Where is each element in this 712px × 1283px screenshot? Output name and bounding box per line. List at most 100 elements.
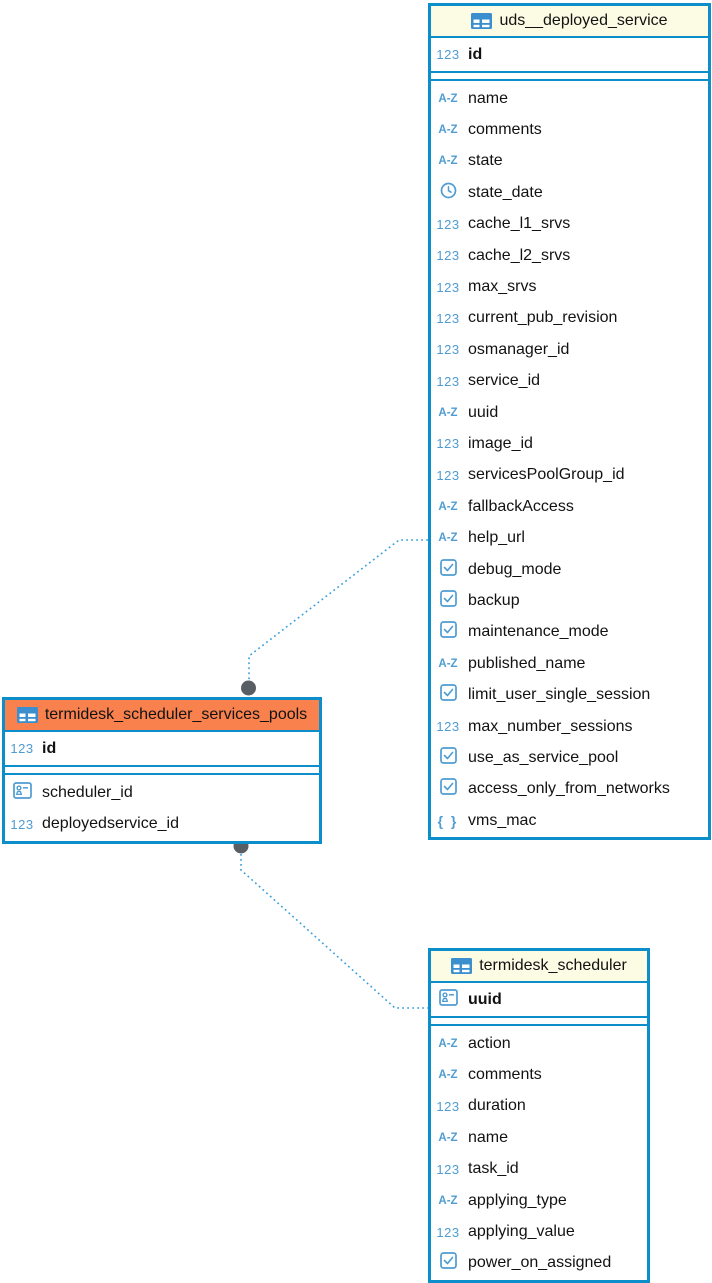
column-name: task_id (468, 1160, 519, 1178)
text-type-icon: A-Z (438, 1194, 458, 1207)
text-type-icon: A-Z (438, 1131, 458, 1144)
primary-key-row-uuid[interactable]: uuid (431, 983, 647, 1016)
text-type-icon: A-Z (438, 124, 458, 137)
column-row-applying_value[interactable]: 123 applying_value (431, 1216, 647, 1247)
column-name: backup (468, 591, 520, 609)
primary-key-section: 123 id (5, 732, 319, 767)
text-type-icon: A-Z (438, 500, 458, 513)
number-type-icon: 123 (10, 741, 34, 756)
column-row-servicesPoolGroup_id[interactable]: 123 servicesPoolGroup_id (431, 460, 708, 491)
column-row-deployedservice_id[interactable]: 123 deployedservice_id (5, 808, 319, 839)
column-name: current_pub_revision (468, 309, 618, 327)
primary-key-section: uuid (431, 983, 647, 1018)
erd-table-termidesk_scheduler_services_pools[interactable]: termidesk_scheduler_services_pools 123 i… (2, 697, 322, 844)
column-name: applying_type (468, 1191, 567, 1209)
column-name: power_on_assigned (468, 1254, 612, 1272)
relation-line-scheduler_id (240, 854, 428, 1009)
column-name: limit_user_single_session (468, 686, 651, 704)
column-row-name[interactable]: A-Z name (431, 83, 708, 114)
number-type-icon: 123 (436, 248, 460, 264)
number-type-icon: 123 (436, 279, 460, 295)
erd-table-termidesk_scheduler[interactable]: termidesk_scheduler uuid A-Z action A-Z … (428, 948, 650, 1283)
column-row-service_id[interactable]: 123 service_id (431, 366, 708, 397)
reference-type-icon (438, 988, 458, 1011)
erd-table-header[interactable]: termidesk_scheduler_services_pools (5, 700, 319, 732)
column-row-applying_type[interactable]: A-Z applying_type (431, 1185, 647, 1216)
column-row-max_srvs[interactable]: 123 max_srvs (431, 271, 708, 302)
columns-section: A-Z action A-Z comments 123 duration A-Z… (431, 1024, 647, 1280)
erd-table-uds__deployed_service[interactable]: uds__deployed_service 123 id A-Z name A-… (428, 3, 711, 841)
boolean-type-icon (439, 778, 457, 800)
primary-key-row-id[interactable]: 123 id (5, 732, 319, 765)
erd-table-header[interactable]: uds__deployed_service (431, 6, 708, 38)
number-type-icon: 123 (436, 467, 460, 483)
column-name: image_id (468, 434, 533, 452)
text-type-icon: A-Z (438, 92, 458, 105)
column-row-comments[interactable]: A-Z comments (431, 114, 708, 145)
column-row-name[interactable]: A-Z name (431, 1122, 647, 1153)
number-type-icon: 123 (436, 216, 460, 232)
column-row-duration[interactable]: 123 duration (431, 1091, 647, 1122)
column-row-vms_mac[interactable]: { } vms_mac (431, 805, 708, 836)
column-name: id (42, 739, 57, 757)
column-name: max_srvs (468, 278, 537, 296)
column-row-debug_mode[interactable]: debug_mode (431, 554, 708, 585)
column-row-help_url[interactable]: A-Z help_url (431, 522, 708, 553)
column-name: cache_l1_srvs (468, 215, 571, 233)
column-row-limit_user_single_session[interactable]: limit_user_single_session (431, 679, 708, 710)
text-type-icon: A-Z (438, 1069, 458, 1082)
column-row-image_id[interactable]: 123 image_id (431, 428, 708, 459)
number-type-icon: 123 (436, 1224, 460, 1240)
column-row-state[interactable]: A-Z state (431, 146, 708, 177)
column-name: name (468, 89, 509, 107)
column-row-cache_l1_srvs[interactable]: 123 cache_l1_srvs (431, 209, 708, 240)
primary-key-row-id[interactable]: 123 id (431, 38, 708, 71)
column-row-comments[interactable]: A-Z comments (431, 1059, 647, 1090)
relation-endpoint-dot (241, 680, 256, 696)
column-row-max_number_sessions[interactable]: 123 max_number_sessions (431, 711, 708, 742)
boolean-type-icon (439, 621, 457, 643)
column-name: help_url (468, 529, 525, 547)
column-name: max_number_sessions (468, 717, 633, 735)
column-row-state_date[interactable]: state_date (431, 177, 708, 208)
column-row-use_as_service_pool[interactable]: use_as_service_pool (431, 742, 708, 773)
column-name: uuid (468, 403, 499, 421)
table-title: termidesk_scheduler (479, 957, 627, 974)
column-row-action[interactable]: A-Z action (431, 1028, 647, 1059)
datetime-type-icon (440, 182, 457, 204)
column-name: use_as_service_pool (468, 748, 619, 766)
column-name: scheduler_id (42, 783, 133, 801)
number-type-icon: 123 (436, 1161, 460, 1177)
section-divider-gap (5, 767, 319, 773)
column-row-published_name[interactable]: A-Z published_name (431, 648, 708, 679)
column-name: access_only_from_networks (468, 780, 670, 798)
number-type-icon: 123 (436, 1098, 460, 1114)
column-row-fallbackAccess[interactable]: A-Z fallbackAccess (431, 491, 708, 522)
column-row-osmanager_id[interactable]: 123 osmanager_id (431, 334, 708, 365)
boolean-type-icon (439, 684, 457, 706)
column-row-access_only_from_networks[interactable]: access_only_from_networks (431, 774, 708, 805)
erd-table-header[interactable]: termidesk_scheduler (431, 951, 647, 983)
text-type-icon: A-Z (438, 406, 458, 419)
column-name: fallbackAccess (468, 497, 574, 515)
column-name: duration (468, 1097, 526, 1115)
boolean-type-icon (439, 747, 457, 769)
column-name: state (468, 152, 503, 170)
column-row-uuid[interactable]: A-Z uuid (431, 397, 708, 428)
column-row-cache_l2_srvs[interactable]: 123 cache_l2_srvs (431, 240, 708, 271)
text-type-icon: A-Z (438, 532, 458, 545)
number-type-icon: 123 (436, 436, 460, 452)
text-type-icon: A-Z (438, 657, 458, 670)
column-row-power_on_assigned[interactable]: power_on_assigned (431, 1248, 647, 1279)
column-row-scheduler_id[interactable]: scheduler_id (5, 777, 319, 808)
column-row-backup[interactable]: backup (431, 585, 708, 616)
boolean-type-icon (439, 558, 457, 581)
column-row-task_id[interactable]: 123 task_id (431, 1154, 647, 1185)
column-row-current_pub_revision[interactable]: 123 current_pub_revision (431, 303, 708, 334)
column-row-maintenance_mode[interactable]: maintenance_mode (431, 617, 708, 648)
column-name: debug_mode (468, 560, 562, 578)
table-icon (471, 13, 493, 29)
column-name: comments (468, 1066, 542, 1084)
json-type-icon: { } (437, 812, 459, 829)
number-type-icon: 123 (10, 816, 34, 832)
